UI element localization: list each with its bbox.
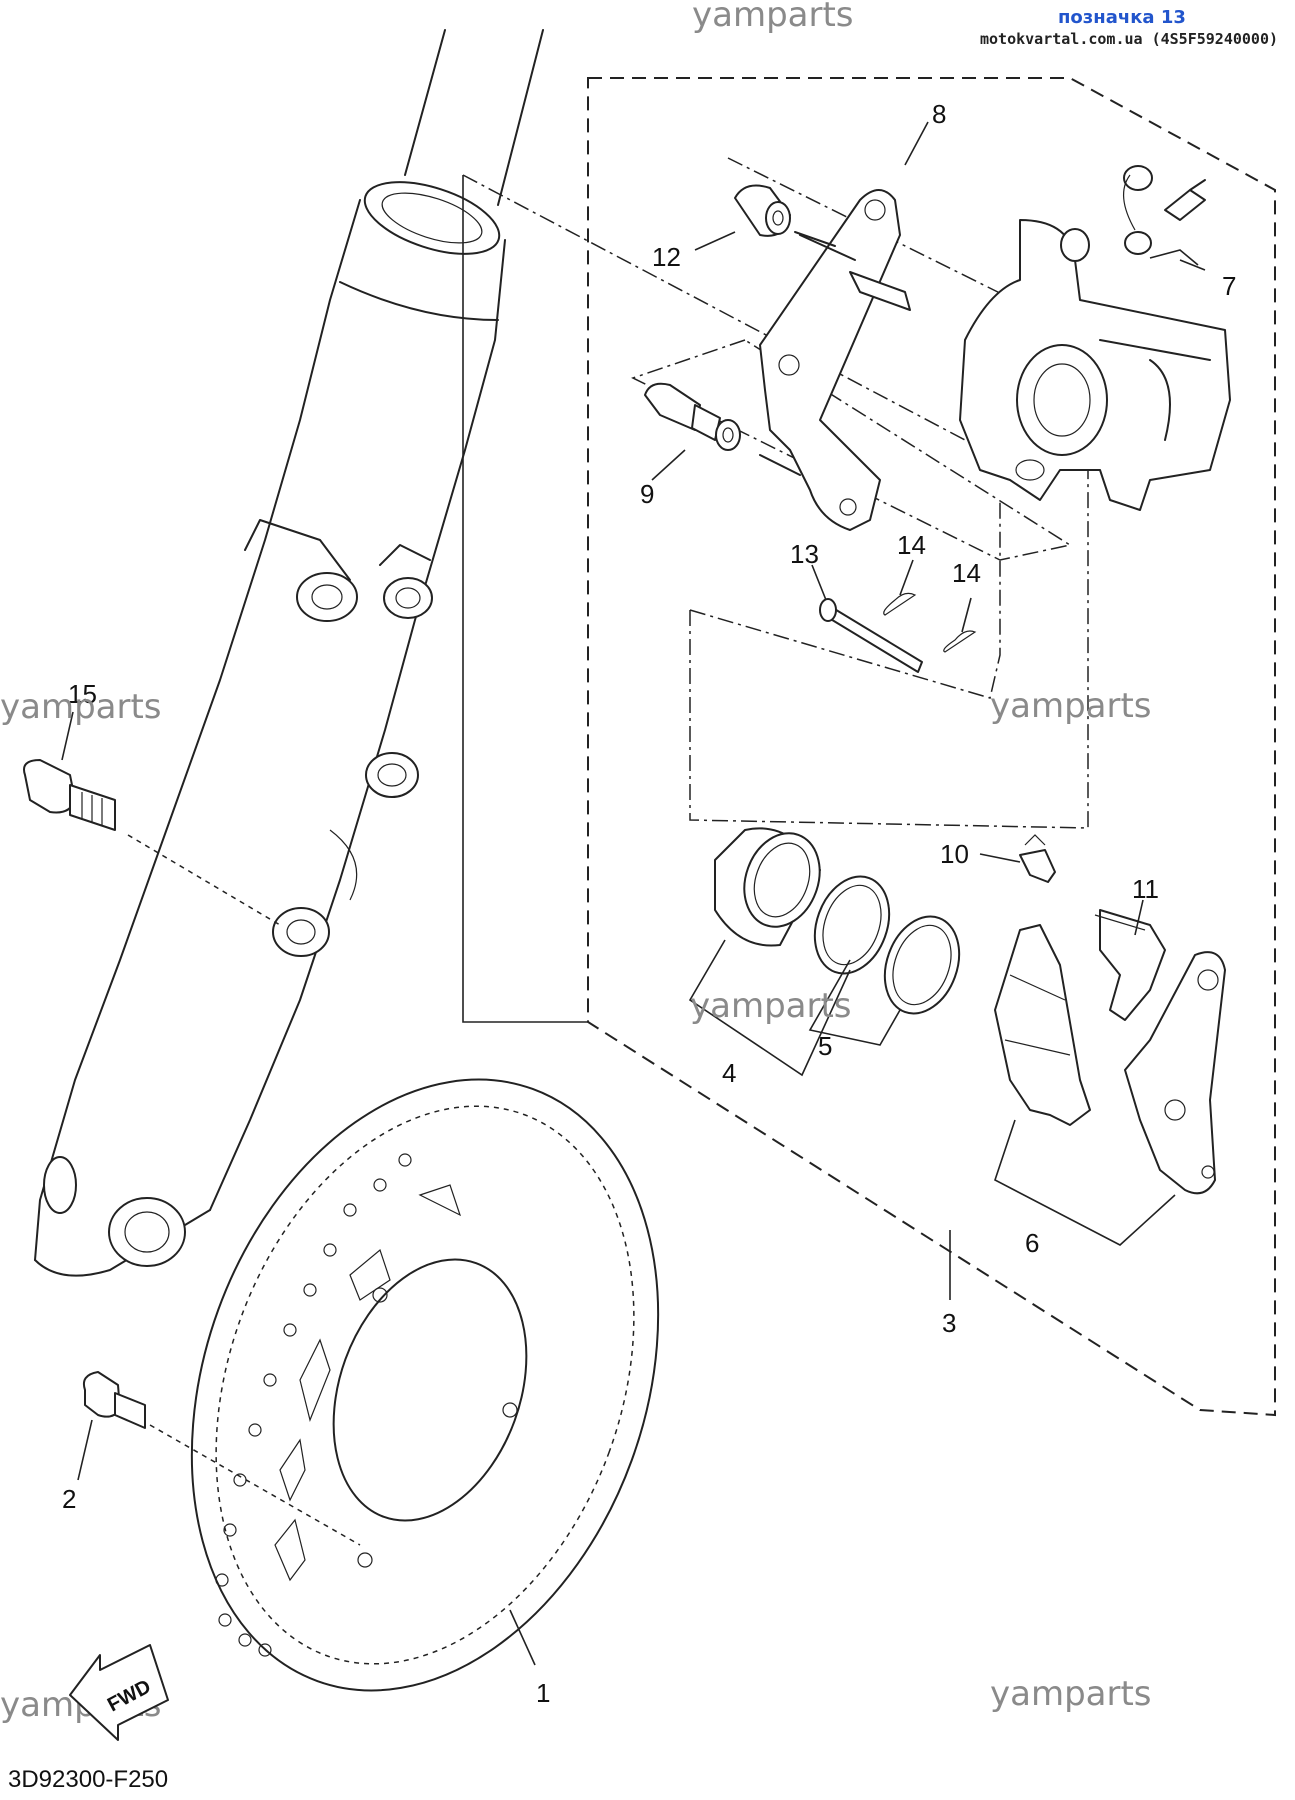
callout-3: 3 xyxy=(942,1308,956,1338)
caliper-boot xyxy=(734,184,836,247)
callout-15: 15 xyxy=(68,679,97,709)
callout-9: 9 xyxy=(640,479,654,509)
callout-12: 12 xyxy=(652,242,681,272)
front-fork xyxy=(34,29,544,1277)
slide-pin-bolt xyxy=(644,382,801,476)
callout-14a: 14 xyxy=(897,530,926,560)
callout-10: 10 xyxy=(940,839,969,869)
header-source: motokvartal.com.ua (4S5F59240000) xyxy=(980,30,1278,48)
pad-pin-and-clips xyxy=(819,592,977,673)
caliper-bracket xyxy=(759,189,911,531)
callout-11: 11 xyxy=(1132,874,1159,904)
piston xyxy=(714,827,821,947)
callout-6: 6 xyxy=(1025,1228,1039,1258)
bleed-screw-set xyxy=(1123,165,1206,255)
pad-spring xyxy=(1019,834,1056,883)
callout-8: 8 xyxy=(932,99,946,129)
watermark: yamparts xyxy=(990,686,1152,726)
piston-seals xyxy=(813,875,961,1015)
caliper-mount-bolt xyxy=(23,759,281,926)
brake-disc xyxy=(190,1078,660,1692)
pad-support xyxy=(1094,909,1166,1021)
callout-13: 13 xyxy=(790,539,819,569)
diagram-code: 3D92300-F250 xyxy=(8,1766,168,1793)
watermark: yamparts xyxy=(690,986,852,1026)
callout-14b: 14 xyxy=(952,558,981,588)
callout-4: 4 xyxy=(722,1058,736,1088)
header-label: позначка 13 xyxy=(1058,7,1186,28)
callout-5: 5 xyxy=(818,1031,832,1061)
fwd-arrow-icon: FWD xyxy=(69,1644,169,1741)
brake-pads xyxy=(994,924,1226,1195)
callout-1: 1 xyxy=(536,1678,550,1708)
callout-2: 2 xyxy=(62,1484,76,1514)
caliper-assembly-frame xyxy=(587,77,1276,1417)
disc-bolt xyxy=(82,1371,361,1546)
watermark: yamparts xyxy=(990,1674,1152,1714)
callout-7: 7 xyxy=(1222,271,1236,301)
watermark: yamparts xyxy=(0,687,162,727)
caliper-body xyxy=(959,219,1231,511)
watermark-top: yamparts xyxy=(692,0,854,35)
